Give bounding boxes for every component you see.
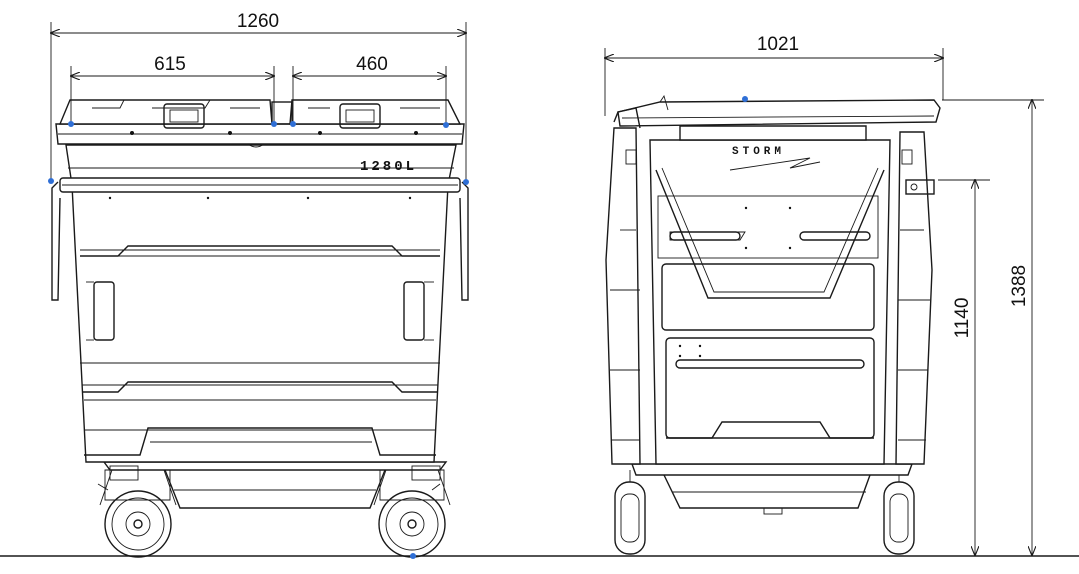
side-left-wheel [614,470,646,555]
lid-right-grip [339,103,381,129]
dim-overall-width: 1260 [51,11,466,182]
dim-overall-depth: 1021 [605,34,943,116]
lid-left-grip [163,103,205,129]
front-lid [55,99,465,148]
side-right-wheel [883,470,915,555]
capacity-label: 1280L [360,159,417,175]
side-lid [613,94,941,141]
tilt-bar [655,169,885,299]
dim-overall-height: 1388 [942,100,1044,555]
front-right-wheel [373,469,451,558]
dim-lid-right: 460 [293,54,446,124]
side-rear-wall [605,127,641,465]
dim-rim-height: 1140 [938,180,990,555]
side-body [649,139,891,465]
right-side-handle [459,181,469,301]
dim-label-1260: 1260 [237,11,279,32]
dimensions: 1260 615 460 1021 1140 [51,11,1044,555]
reference-markers [48,96,748,559]
front-view: 1280L [51,99,469,558]
front-left-wheel [97,469,177,558]
dim-label-1388: 1388 [1009,265,1030,307]
brand-label: STORM [732,146,785,158]
side-front-wall [895,131,933,465]
left-side-handle [51,181,61,301]
dim-label-1021: 1021 [757,34,799,55]
side-view: STORM [605,94,941,555]
dim-label-460: 460 [356,54,388,75]
dim-label-615: 615 [154,54,186,75]
dim-lid-left: 615 [71,54,274,124]
dim-label-1140: 1140 [952,298,973,339]
